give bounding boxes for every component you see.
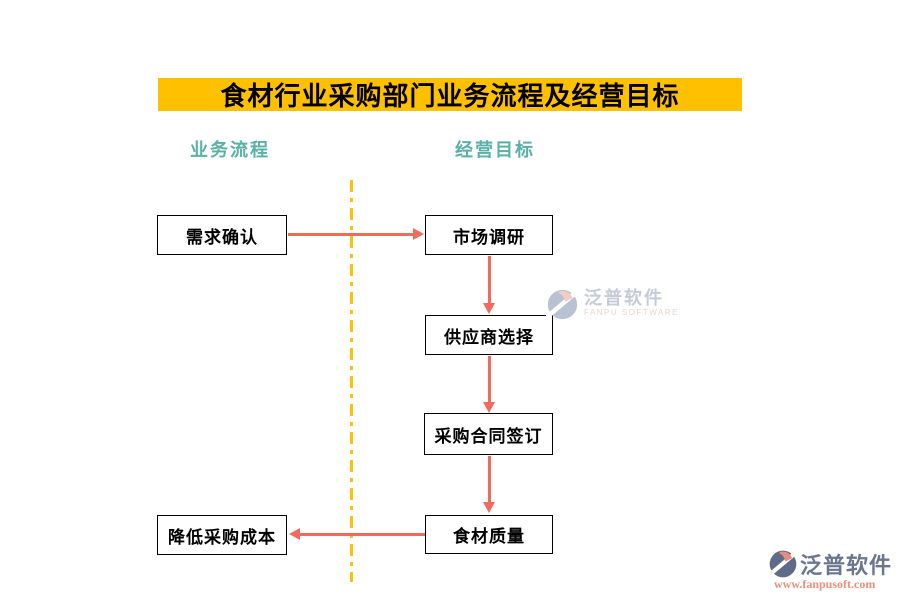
watermark-subtitle-text: FANPU SOFTWARE	[584, 308, 679, 317]
watermark-brand-row: 泛普软件	[768, 548, 892, 580]
watermark-brand-text: 泛普软件	[584, 288, 664, 308]
arrow-shaft	[300, 533, 425, 536]
column-header-business-process: 业务流程	[190, 140, 270, 160]
fanpu-logo-icon	[768, 549, 798, 579]
watermark-bottom-right: 泛普软件 www.fanpusoft.com	[768, 548, 892, 592]
watermark-brand-text: 泛普软件	[800, 553, 893, 578]
flow-node-food-quality: 食材质量	[425, 515, 553, 554]
arrow-shaft	[288, 233, 414, 236]
column-header-business-goal: 经营目标	[455, 140, 535, 160]
flow-node-label: 采购合同签订	[434, 426, 543, 446]
flow-node-label: 食材质量	[453, 527, 525, 546]
arrow-head-down-icon	[483, 303, 495, 314]
flow-node-label: 需求确认	[186, 227, 258, 247]
fanpu-logo-icon	[546, 288, 579, 321]
flow-node-reduce-cost: 降低采购成本	[157, 515, 287, 555]
arrow-head-left-icon	[289, 528, 300, 540]
flow-node-label: 市场调研	[453, 227, 525, 247]
arrow-shaft	[488, 456, 491, 502]
flow-node-supplier-selection: 供应商选择	[425, 315, 553, 355]
arrow-shaft	[488, 356, 491, 402]
page-title: 食材行业采购部门业务流程及经营目标	[220, 82, 680, 111]
arrow-head-right-icon	[413, 228, 424, 240]
flow-node-demand-confirmation: 需求确认	[157, 215, 287, 255]
flow-node-label: 降低采购成本	[168, 527, 276, 547]
arrow-head-down-icon	[483, 502, 495, 513]
flow-node-market-research: 市场调研	[425, 215, 553, 255]
watermark-url-text: www.fanpusoft.com	[774, 577, 876, 591]
title-banner: 食材行业采购部门业务流程及经营目标	[158, 78, 742, 111]
flow-node-label: 供应商选择	[444, 327, 534, 347]
arrow-head-down-icon	[483, 402, 495, 413]
watermark-center: 泛普软件 FANPU SOFTWARE	[546, 288, 679, 321]
flow-node-contract-signing: 采购合同签订	[424, 413, 553, 455]
arrow-shaft	[488, 256, 491, 303]
column-divider-line	[350, 180, 353, 582]
